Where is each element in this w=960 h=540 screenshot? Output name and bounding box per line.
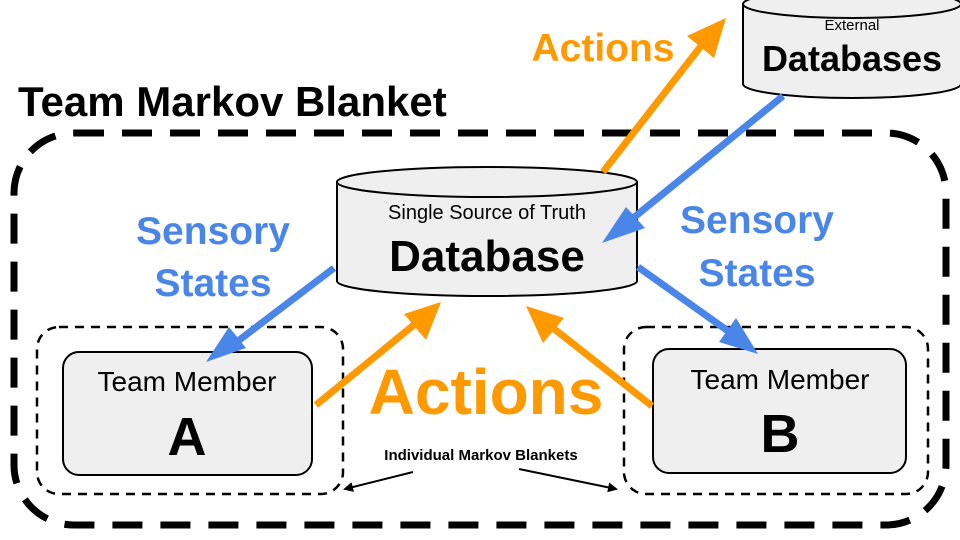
- team-markov-blanket-title: Team Markov Blanket: [18, 78, 447, 125]
- team-member-a-box: Team Member A: [62, 351, 313, 476]
- individual-blanket-b: [622, 325, 930, 496]
- sensory-arrow-external-to-db: [629, 93, 786, 222]
- team-member-b-label: Team Member: [691, 364, 870, 395]
- action-arrowhead-a-to-db: [404, 302, 441, 340]
- action-arrowhead-b-to-db: [526, 306, 564, 343]
- sensory-label-right-line1: Sensory: [680, 199, 834, 242]
- central-database-cylinder: Single Source of Truth Database: [336, 166, 638, 297]
- action-arrow-b-to-db: [550, 325, 655, 409]
- sensory-arrow-db-to-b: [635, 264, 731, 334]
- sensory-label-left-line2: States: [154, 262, 271, 305]
- external-db-subtitle: External: [824, 17, 879, 34]
- actions-label-center: Actions: [369, 356, 604, 428]
- team-member-a-label: Team Member: [98, 366, 277, 397]
- team-member-a-letter: A: [168, 407, 207, 467]
- team-member-b-box: Team Member B: [652, 348, 907, 474]
- external-databases-cylinder: External Databases: [742, 0, 960, 99]
- individual-blankets-label: Individual Markov Blankets: [384, 447, 577, 464]
- team-markov-blanket-boundary: [10, 129, 950, 529]
- action-arrow-a-to-db: [313, 321, 418, 408]
- sensory-arrowhead-external-to-db: [602, 207, 645, 243]
- external-db-label: Databases: [762, 38, 942, 79]
- actions-label-top: Actions: [531, 27, 674, 70]
- individual-blanket-a: [35, 325, 345, 496]
- sensory-arrowhead-db-to-b: [719, 318, 758, 354]
- sensory-label-right-line2: States: [698, 252, 815, 295]
- action-arrowhead-db-to-external: [687, 18, 726, 58]
- sensory-arrow-db-to-a: [235, 265, 337, 344]
- sensory-arrowhead-db-to-a: [206, 327, 246, 362]
- central-db-label: Database: [389, 232, 585, 281]
- team-member-b-letter: B: [761, 404, 800, 464]
- individual-blankets-pointer-right: [518, 468, 618, 493]
- action-arrow-db-to-external: [600, 43, 704, 175]
- sensory-label-left-line1: Sensory: [136, 210, 290, 253]
- individual-blankets-pointer-left: [343, 471, 414, 492]
- central-db-subtitle: Single Source of Truth: [388, 202, 586, 224]
